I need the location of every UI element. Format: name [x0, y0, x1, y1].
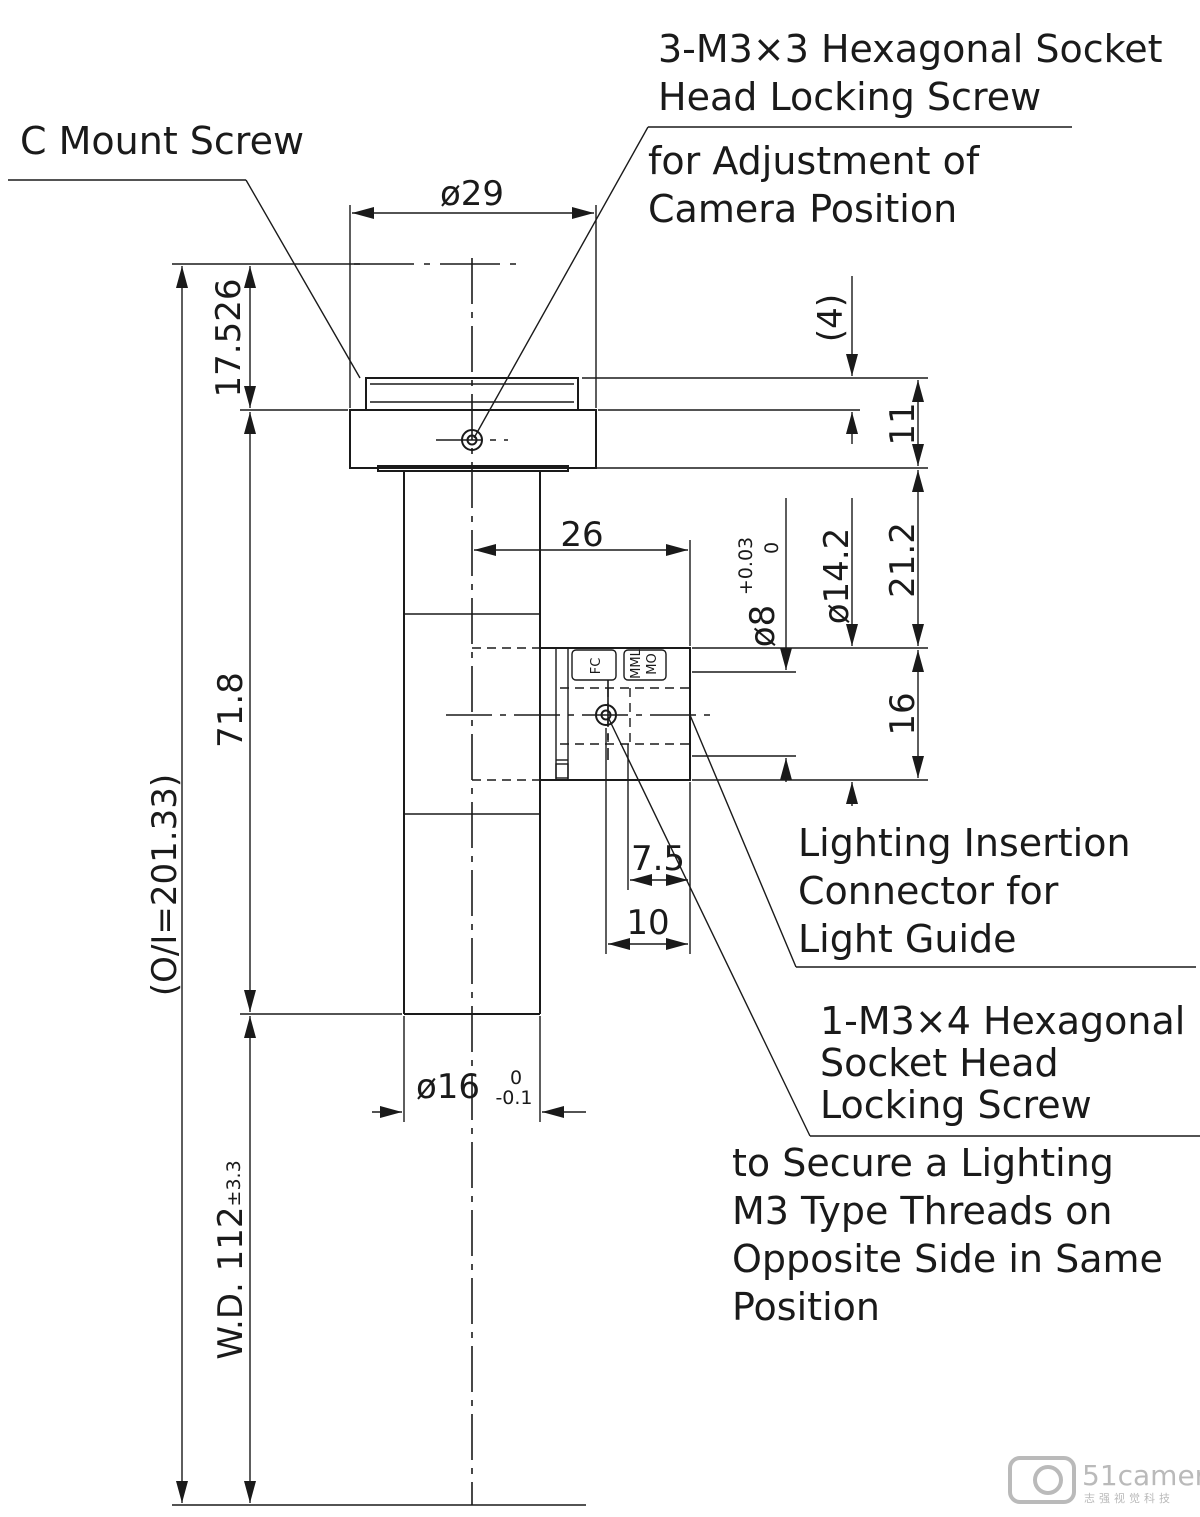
label-m3x3-line4: Camera Position — [648, 187, 957, 231]
watermark-brand: 51camera — [1082, 1459, 1200, 1492]
dim-4: (4) — [811, 294, 851, 342]
dim-wd-tolerance: ±3.3 — [223, 1160, 245, 1206]
locking-screw-m3x3 — [461, 429, 483, 451]
label-lighting-line3: Light Guide — [798, 917, 1017, 961]
dim-11: 11 — [883, 402, 923, 445]
fc-mark: FC — [589, 658, 604, 675]
label-lighting-line1: Lighting Insertion — [798, 821, 1131, 865]
watermark-subtitle: 志强视觉科技 — [1084, 1491, 1174, 1505]
label-lighting-line2: Connector for — [798, 869, 1059, 913]
label-m3x4-line6: Opposite Side in Same — [732, 1237, 1163, 1281]
leader-lines — [8, 126, 1200, 1137]
label-m3x3-line3: for Adjustment of — [648, 139, 981, 183]
dim-working-distance: W.D. 112±3.3 — [211, 1160, 251, 1359]
locking-screw-m3x4 — [595, 704, 617, 726]
adjustment-ring — [349, 409, 597, 469]
dim-17526: 17.526 — [209, 279, 249, 398]
dim-diameter-8: ø8 — [743, 605, 783, 647]
dim-d16-tol-lower: -0.1 — [495, 1087, 532, 1109]
lens-body — [349, 377, 691, 1015]
dim-10: 10 — [626, 903, 669, 943]
dim-d8-tol-upper: +0.03 — [735, 537, 757, 595]
label-m3x3-line2: Head Locking Screw — [658, 75, 1041, 119]
extension-lines — [172, 205, 928, 1506]
label-m3x4-line2: Socket Head — [820, 1041, 1059, 1085]
label-m3x4-line3: Locking Screw — [820, 1083, 1092, 1127]
dim-26: 26 — [560, 515, 603, 555]
dim-diameter-29: ø29 — [440, 174, 504, 214]
mo-mark: MO — [645, 653, 660, 674]
mml-mark: MML — [629, 648, 644, 678]
dim-d8-tol-lower: 0 — [761, 542, 783, 554]
label-m3x4-line1: 1-M3×4 Hexagonal — [820, 999, 1185, 1043]
dim-oi-total: (O/I=201.33) — [145, 774, 185, 996]
dim-75: 7.5 — [631, 839, 685, 879]
dim-diameter-16: ø16 — [416, 1067, 480, 1107]
label-m3x4-line5: M3 Type Threads on — [732, 1189, 1112, 1233]
dimension-lines — [176, 207, 924, 1503]
label-c-mount-screw: C Mount Screw — [20, 119, 304, 163]
dim-d16-tol-upper: 0 — [510, 1067, 522, 1089]
label-m3x4-line7: Position — [732, 1285, 880, 1329]
watermark-logo: 51camera 志强视觉科技 — [1008, 1456, 1200, 1505]
dim-212: 21.2 — [883, 522, 923, 598]
dim-718: 71.8 — [211, 672, 251, 748]
dim-16: 16 — [883, 692, 923, 735]
label-m3x3-line1: 3-M3×3 Hexagonal Socket — [658, 27, 1163, 71]
label-m3x4-line4: to Secure a Lighting — [732, 1141, 1114, 1185]
dim-diameter-142: ø14.2 — [817, 528, 857, 625]
